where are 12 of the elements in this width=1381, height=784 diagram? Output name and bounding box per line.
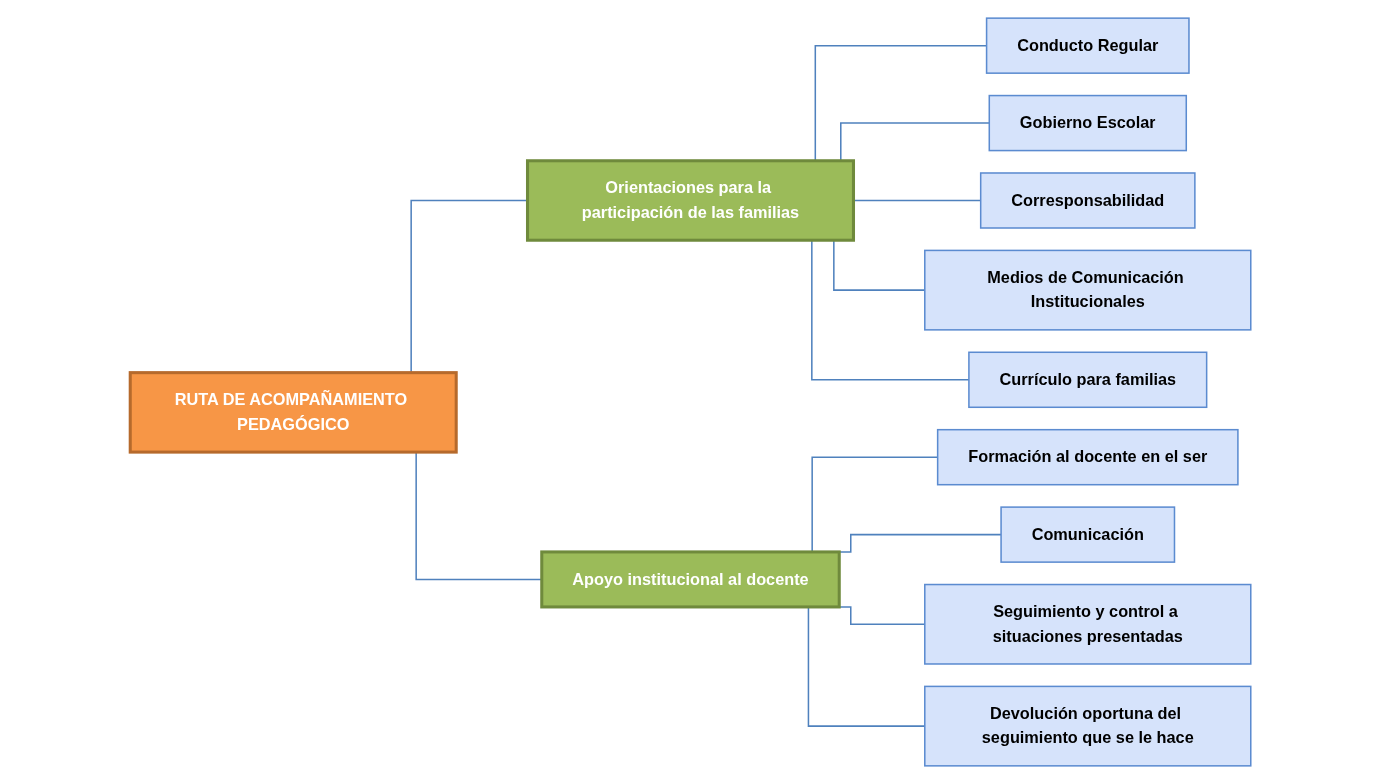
node-box: Gobierno Escolar	[988, 94, 1188, 152]
node-box: Medios de Comunicación Institucionales	[924, 249, 1252, 331]
node-box: RUTA DE ACOMPAÑAMIENTO PEDAGÓGICO	[128, 371, 458, 454]
node-box: Apoyo institucional al docente	[540, 550, 841, 609]
node-box: Currículo para familias	[968, 351, 1208, 409]
node-box: Orientaciones para la participación de las familias	[526, 159, 855, 242]
node-box: Comunicación	[1000, 506, 1176, 563]
node-box: Devolución oportuna del seguimiento que se le hace	[924, 685, 1252, 767]
node-box: Formación al docente en el ser	[936, 428, 1239, 486]
node-box: Seguimiento y control a situaciones presentadas	[924, 583, 1252, 665]
node-box: Conducto Regular	[985, 17, 1190, 74]
node-box: Corresponsabilidad	[979, 172, 1196, 229]
